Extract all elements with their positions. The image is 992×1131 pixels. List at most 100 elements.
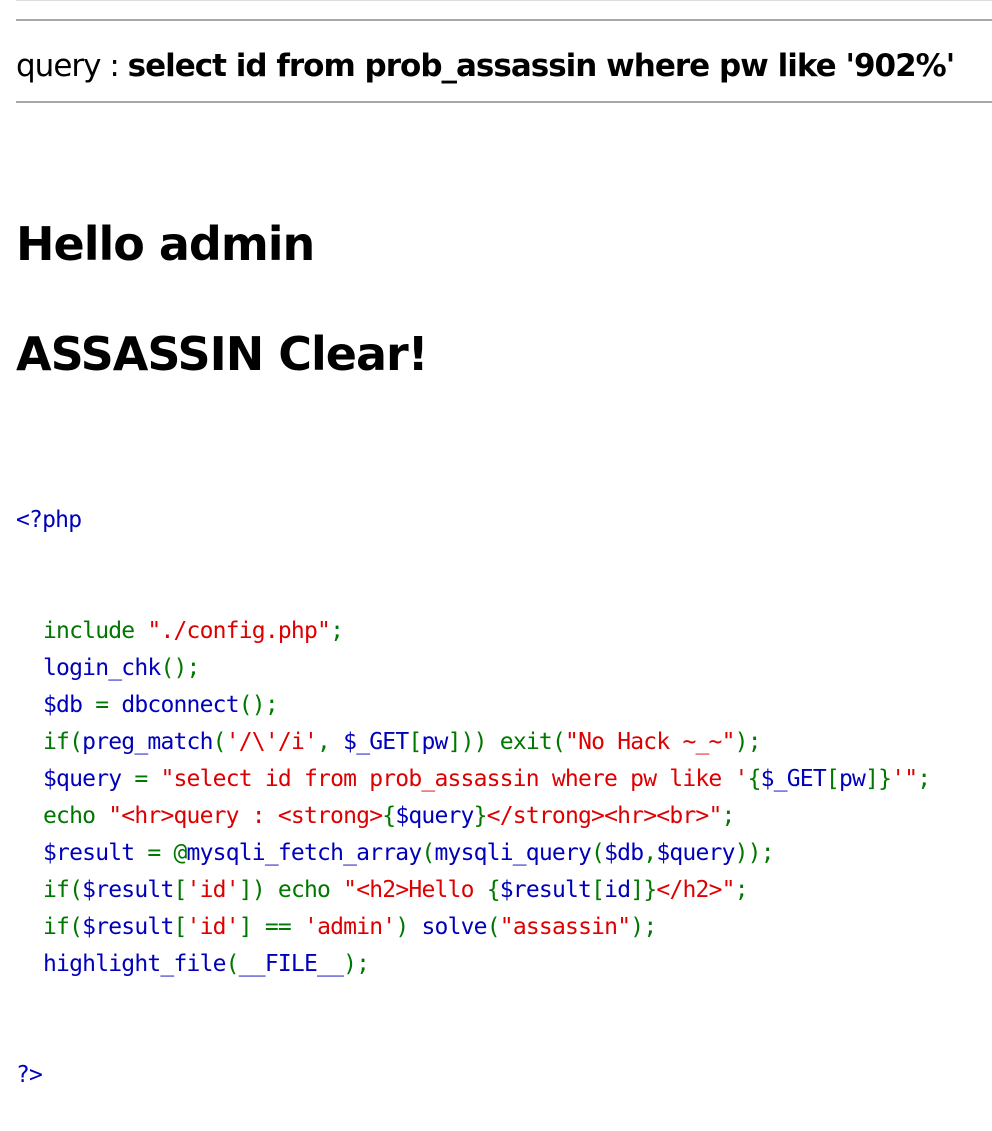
top-divider [16, 0, 992, 1]
code-token: echo [43, 803, 109, 829]
code-token: $db [604, 840, 644, 866]
code-token: { [747, 766, 762, 792]
code-token: pw [838, 766, 866, 792]
code-token: pw [421, 729, 448, 755]
code-token: "./config.php" [147, 618, 331, 644]
code-token: preg_match [82, 729, 213, 755]
code-token: ); [343, 951, 370, 977]
code-token: id [604, 877, 631, 903]
code-token: = [95, 692, 122, 718]
code-token: dbconnect [121, 692, 239, 718]
code-token: "<h2>Hello [343, 877, 487, 903]
code-token: { [382, 803, 396, 829]
code-token: [ [825, 766, 840, 792]
code-token: '/\'/i' [225, 729, 318, 755]
query-bottom-divider [16, 101, 992, 103]
code-line: if($result['id'] == 'admin') solve("assa… [16, 909, 930, 946]
code-token: ] [630, 877, 644, 903]
code-token: $result [43, 840, 148, 866]
code-line: login_chk(); [16, 650, 930, 687]
code-token: } [643, 877, 657, 903]
code-token: ; [734, 877, 749, 903]
code-token: (); [238, 692, 279, 718]
code-token: 'id' [186, 914, 240, 940]
code-line: echo "<hr>query : <strong>{$query}</stro… [16, 798, 930, 835]
code-token: , [317, 729, 344, 755]
query-separator: : [100, 48, 128, 84]
code-token: if( [43, 914, 83, 940]
code-token: mysqli_query [434, 840, 592, 866]
code-token: '" [891, 766, 918, 792]
code-token: login_chk [43, 655, 161, 681]
code-token: </h2>" [656, 877, 735, 903]
code-token: mysqli_fetch_array [186, 840, 423, 866]
code-token: if( [43, 729, 83, 755]
code-line: if(preg_match('/\'/i', $_GET[pw])) exit(… [16, 724, 930, 761]
code-token: $query [656, 840, 735, 866]
code-token: $db [43, 692, 96, 718]
code-line: if($result['id']) echo "<h2>Hello {$resu… [16, 872, 930, 909]
code-token: if( [43, 877, 83, 903]
code-token: [ [173, 877, 188, 903]
code-line: include "./config.php"; [16, 613, 930, 650]
code-token: } [473, 803, 488, 829]
code-token: ; [721, 803, 736, 829]
code-token: { [486, 877, 501, 903]
code-token: = [134, 766, 161, 792]
code-token: )); [734, 840, 775, 866]
code-token: ; [917, 766, 931, 792]
code-token: $result [499, 877, 592, 903]
query-sql: select id from prob_assassin where pw li… [127, 48, 956, 84]
code-token: ( [486, 914, 501, 940]
code-lines: include "./config.php";login_chk();$db =… [16, 613, 931, 983]
code-token: "assassin" [499, 914, 631, 940]
php-source-code: <?php include "./config.php";login_chk()… [16, 428, 931, 1131]
code-token: } [878, 766, 892, 792]
code-token: ]) echo [238, 877, 344, 903]
code-token: = @ [147, 840, 187, 866]
code-token: , [643, 840, 657, 866]
code-token: [ [173, 914, 188, 940]
code-token: $query [395, 803, 474, 829]
code-token: "select id from prob_assassin where pw l… [160, 766, 748, 792]
code-token: ] == [238, 914, 305, 940]
code-token: ] [865, 766, 879, 792]
code-token: ( [212, 729, 227, 755]
code-token: ( [591, 840, 605, 866]
code-token: ( [225, 951, 240, 977]
php-open-tag: <?php [16, 507, 82, 533]
code-token: ) [395, 914, 422, 940]
query-output: query : select id from prob_assassin whe… [16, 44, 956, 88]
code-token: [ [408, 729, 422, 755]
code-token: 'admin' [304, 914, 396, 940]
code-token: ); [734, 729, 762, 755]
clear-heading: ASSASSIN Clear! [16, 327, 429, 381]
query-label: query [16, 48, 101, 84]
code-token: (); [160, 655, 200, 681]
code-token: ); [630, 914, 657, 940]
code-token: </strong><hr><br>" [486, 803, 723, 829]
code-token: $_GET [760, 766, 827, 792]
code-token: [ [591, 877, 605, 903]
code-token: ( [421, 840, 435, 866]
php-close-tag: ?> [16, 1062, 43, 1088]
query-top-divider [16, 19, 992, 21]
greeting-heading: Hello admin [16, 217, 315, 271]
code-token: solve [421, 914, 487, 940]
code-token: 'id' [186, 877, 240, 903]
code-token: $result [82, 877, 174, 903]
code-token: "<hr>query : <strong> [108, 803, 383, 829]
code-token: highlight_file [43, 951, 226, 977]
code-token: $query [43, 766, 135, 792]
code-token: "No Hack ~_~" [565, 729, 735, 755]
code-token: ; [330, 618, 344, 644]
code-token: $result [82, 914, 174, 940]
code-token: ])) exit( [447, 729, 566, 755]
code-token: include [43, 618, 148, 644]
code-line: highlight_file(__FILE__); [16, 946, 930, 983]
code-line: $db = dbconnect(); [16, 687, 930, 724]
code-token: $_GET [343, 729, 409, 755]
code-line: $query = "select id from prob_assassin w… [16, 761, 931, 798]
code-token: __FILE__ [238, 951, 344, 977]
code-line: $result = @mysqli_fetch_array(mysqli_que… [16, 835, 930, 872]
